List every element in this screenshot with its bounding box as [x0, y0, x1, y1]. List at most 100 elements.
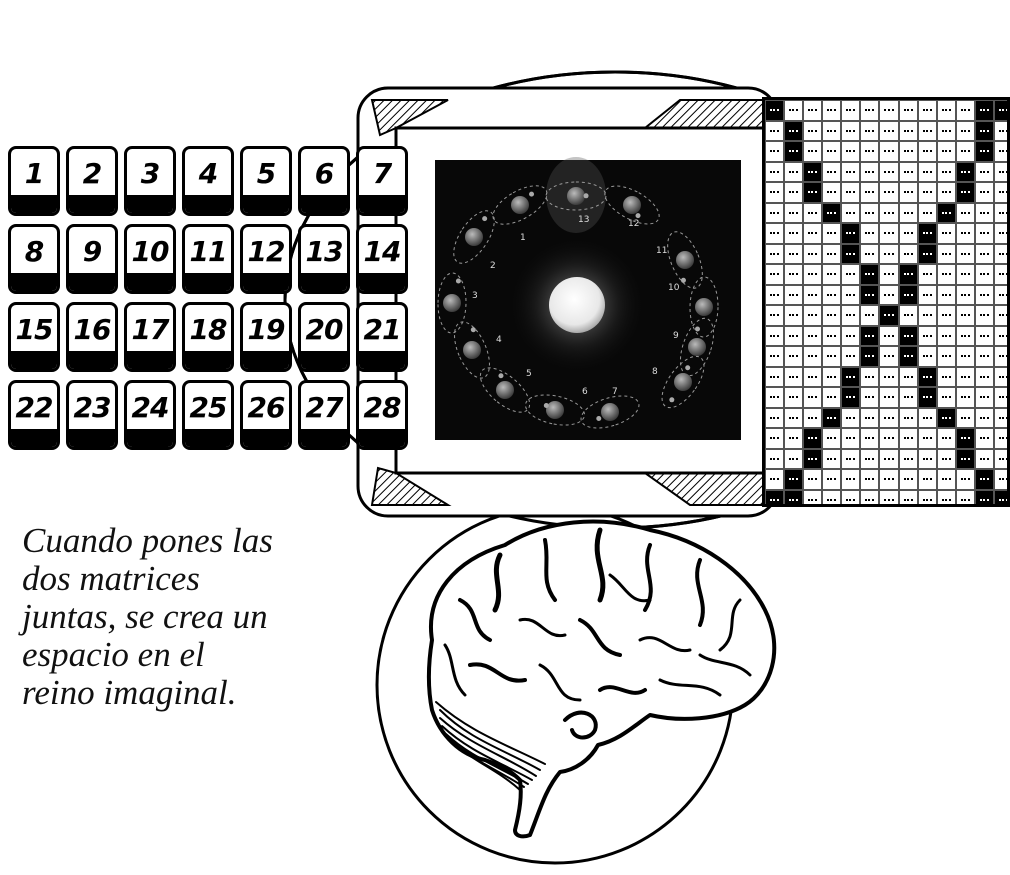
matrix-cell [860, 141, 880, 162]
calendar-day-cell: 15 [8, 302, 60, 372]
matrix-cell [993, 366, 1007, 387]
matrix-cell [936, 284, 956, 305]
matrix-cell [879, 469, 899, 490]
calendar-day-number: 1 [24, 157, 44, 190]
matrix-cell [993, 305, 1007, 326]
matrix-cell [803, 387, 823, 408]
matrix-cell [765, 448, 785, 469]
matrix-cell [993, 387, 1007, 408]
matrix-cell [898, 202, 918, 223]
matrix-cell [784, 489, 804, 504]
matrix-cell [841, 325, 861, 346]
matrix-cell [917, 141, 937, 162]
calendar-day-band [359, 195, 405, 213]
matrix-cell [803, 489, 823, 504]
matrix-cell [803, 366, 823, 387]
matrix-cell [841, 448, 861, 469]
matrix-cell [841, 407, 861, 428]
matrix-cell [917, 182, 937, 203]
calendar-day-cell: 21 [356, 302, 408, 372]
matrix-cell [955, 264, 975, 285]
calendar-day-band [359, 429, 405, 447]
matrix-cell [993, 264, 1007, 285]
calendar-day-cell: 11 [182, 224, 234, 294]
satellite-dot [694, 326, 700, 332]
matrix-cell [898, 264, 918, 285]
matrix-cell [898, 161, 918, 182]
matrix-cell [841, 223, 861, 244]
calendar-day-number: 16 [73, 313, 112, 346]
matrix-cell [936, 264, 956, 285]
matrix-cell [765, 243, 785, 264]
satellite-dot [529, 191, 535, 197]
matrix-cell [784, 407, 804, 428]
matrix-cell [803, 469, 823, 490]
calendar-day-cell: 4 [182, 146, 234, 216]
matrix-cell [784, 120, 804, 141]
matrix-cell [936, 428, 956, 449]
matrix-cell [822, 141, 842, 162]
matrix-cell [936, 448, 956, 469]
calendar-day-cell: 28 [356, 380, 408, 450]
matrix-cell [822, 120, 842, 141]
moon-phase-label: 9 [673, 331, 679, 341]
moon-phase-label: 3 [472, 291, 478, 301]
calendar-day-number: 10 [131, 235, 170, 268]
moon-body [623, 196, 641, 214]
moon-phase-label: 6 [582, 387, 588, 397]
calendar-day-cell: 27 [298, 380, 350, 450]
moon-phase-label: 8 [652, 367, 658, 377]
matrix-cell [765, 223, 785, 244]
calendar-day-cell: 13 [298, 224, 350, 294]
matrix-cell [803, 100, 823, 121]
matrix-cell [917, 325, 937, 346]
moon-orbit [479, 367, 531, 413]
calendar-day-cell: 24 [124, 380, 176, 450]
matrix-cell [974, 100, 994, 121]
matrix-cell [803, 448, 823, 469]
matrix-cell [841, 264, 861, 285]
matrix-cell [784, 469, 804, 490]
matrix-cell [803, 284, 823, 305]
matrix-cell [974, 284, 994, 305]
satellite-dot [455, 278, 461, 284]
calendar-day-band [359, 351, 405, 369]
calendar-day-band [11, 195, 57, 213]
matrix-cell [974, 387, 994, 408]
matrix-cell [917, 387, 937, 408]
calendar-day-band [185, 429, 231, 447]
matrix-cell [898, 325, 918, 346]
matrix-cell [993, 100, 1007, 121]
matrix-cell [841, 120, 861, 141]
matrix-cell [898, 387, 918, 408]
matrix-cell [955, 223, 975, 244]
matrix-cell [765, 489, 785, 504]
matrix-cell [803, 346, 823, 367]
matrix-cell [822, 407, 842, 428]
calendar-day-band [69, 429, 115, 447]
matrix-cell [822, 366, 842, 387]
matrix-cell [898, 284, 918, 305]
matrix-cell [822, 469, 842, 490]
matrix-cell [860, 346, 880, 367]
moon-orbit [454, 321, 490, 379]
calendar-day-number: 12 [247, 235, 286, 268]
matrix-cell [784, 223, 804, 244]
matrix-cell [765, 469, 785, 490]
matrix-cell [803, 182, 823, 203]
matrix-cell [803, 120, 823, 141]
matrix-cell [822, 182, 842, 203]
matrix-cell [860, 100, 880, 121]
matrix-cell [917, 469, 937, 490]
caption-line: dos matrices [22, 559, 200, 598]
matrix-cell [993, 407, 1007, 428]
calendar-day-band [185, 273, 231, 291]
matrix-cell [898, 100, 918, 121]
matrix-cell [765, 182, 785, 203]
matrix-cell [917, 428, 937, 449]
matrix-cell [879, 120, 899, 141]
calendar-day-band [301, 351, 347, 369]
matrix-cell [955, 243, 975, 264]
moon-phase-label: 5 [526, 369, 532, 379]
matrix-cell [765, 100, 785, 121]
